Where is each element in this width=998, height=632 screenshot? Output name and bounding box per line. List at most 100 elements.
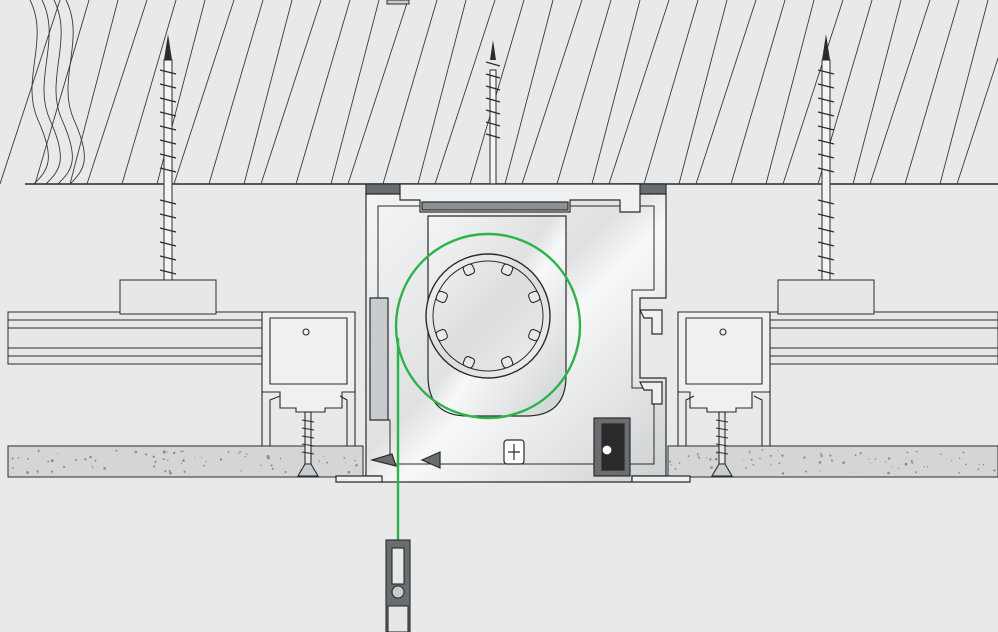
plaster-speck [91,465,93,467]
wood-grain-line [347,0,409,185]
plaster-speck [345,461,347,463]
plaster-speck [803,456,806,459]
plaster-speck [271,467,274,470]
screw-thread [485,61,501,139]
plaster-speck [89,455,92,459]
plaster-speck [168,469,171,472]
plaster-speck [669,460,671,463]
plaster-speck [318,460,321,462]
housing-left-edge [369,297,389,421]
plaster-speck [57,453,59,455]
bracket-left-inner [269,317,348,385]
plaster-speck [323,455,325,457]
plaster-speck [910,459,913,462]
plaster-speck [354,460,356,462]
roller-tube-groove [462,263,476,276]
wood-grain-line [956,56,998,185]
plaster-speck [246,453,248,455]
plaster-speck [904,462,908,466]
housing-brake-pin [601,444,613,456]
plaster-speck [926,466,929,468]
plaster-speck [951,460,953,462]
plaster-speck [75,459,78,462]
plaster-speck [200,457,203,459]
plaster-speck [831,459,833,462]
plaster-speck [37,471,39,473]
bracket-right [677,311,771,477]
plaster-speck [911,461,914,464]
wood-grain-line [730,0,786,185]
plaster-speck [162,458,165,461]
plaster-speck [697,456,700,459]
wood-grain-line [0,0,61,185]
roller-tube-groove [528,290,541,304]
plaster-speck [710,466,713,469]
roller-tube-groove [528,328,541,342]
plaster-speck [778,462,781,465]
plaster-speck [687,455,690,458]
roller-tube-inner [432,260,544,372]
plaster-speck [820,452,822,455]
plaster-speck [891,466,893,468]
bottom-rail-slot [391,547,405,585]
roller-tube-groove [435,328,448,342]
roller-tube-groove [462,356,476,369]
plaster-speck [761,449,764,451]
wood-grain-line [208,0,264,185]
plaster-speck [180,450,182,453]
plaster-speck [962,451,965,454]
plaster-speck [38,450,40,453]
plaster-speck [115,449,118,452]
plaster-speck [182,450,184,453]
wood-screw-icon [119,34,217,315]
housing-left-screw-icon [369,453,397,467]
plaster-speck [94,459,97,462]
plaster-speck [162,450,166,454]
plaster-speck [749,452,751,454]
plaster-speck [239,450,242,453]
bracket-left-screw-head [297,463,319,477]
plaster-speck [781,472,785,475]
roller-tube-groove [500,263,514,276]
housing-top-slot [421,201,569,211]
plaster-speck [868,458,870,460]
wood-grain-line [260,0,322,185]
plaster-speck [134,450,138,454]
screw-tip [490,40,496,60]
bracket-left-screw-thread [301,419,315,455]
plaster-speck [829,454,832,457]
bottom-rail-foot [387,605,409,632]
ceiling-mounting-brackets [261,311,771,477]
plaster-speck [781,454,784,457]
plaster-speck [260,464,262,466]
wood-grain-line [295,0,351,185]
plaster-speck [748,450,751,453]
housing-bottom-lip [335,475,691,483]
plaster-speck [347,470,351,474]
plaster-speck [752,463,755,466]
wood-grain-line [939,0,989,185]
plaster-speck [670,464,672,466]
plaster-speck [982,463,985,466]
plaster-speck [750,458,753,461]
wood-grain-line [34,0,90,185]
plaster-speck [742,458,744,460]
wood-grain-line [591,0,641,185]
plaster-speck [50,459,54,463]
wood-grain-line [521,0,583,185]
wood-knot-line [65,0,85,185]
bracket-right-inner [685,317,763,385]
wood-grain-line [469,0,525,185]
plaster-speck [267,456,270,460]
plaster-speck [164,470,167,473]
plaster-speck [977,468,980,471]
plaster-speck [897,467,900,469]
plaster-speck [300,453,302,455]
plaster-speck [674,468,677,470]
plaster-speck [914,471,917,474]
plaster-speck [181,462,183,465]
wood-grain-line [678,0,728,185]
wood-knot-line [41,0,61,185]
bracket-left-screw [304,411,312,465]
